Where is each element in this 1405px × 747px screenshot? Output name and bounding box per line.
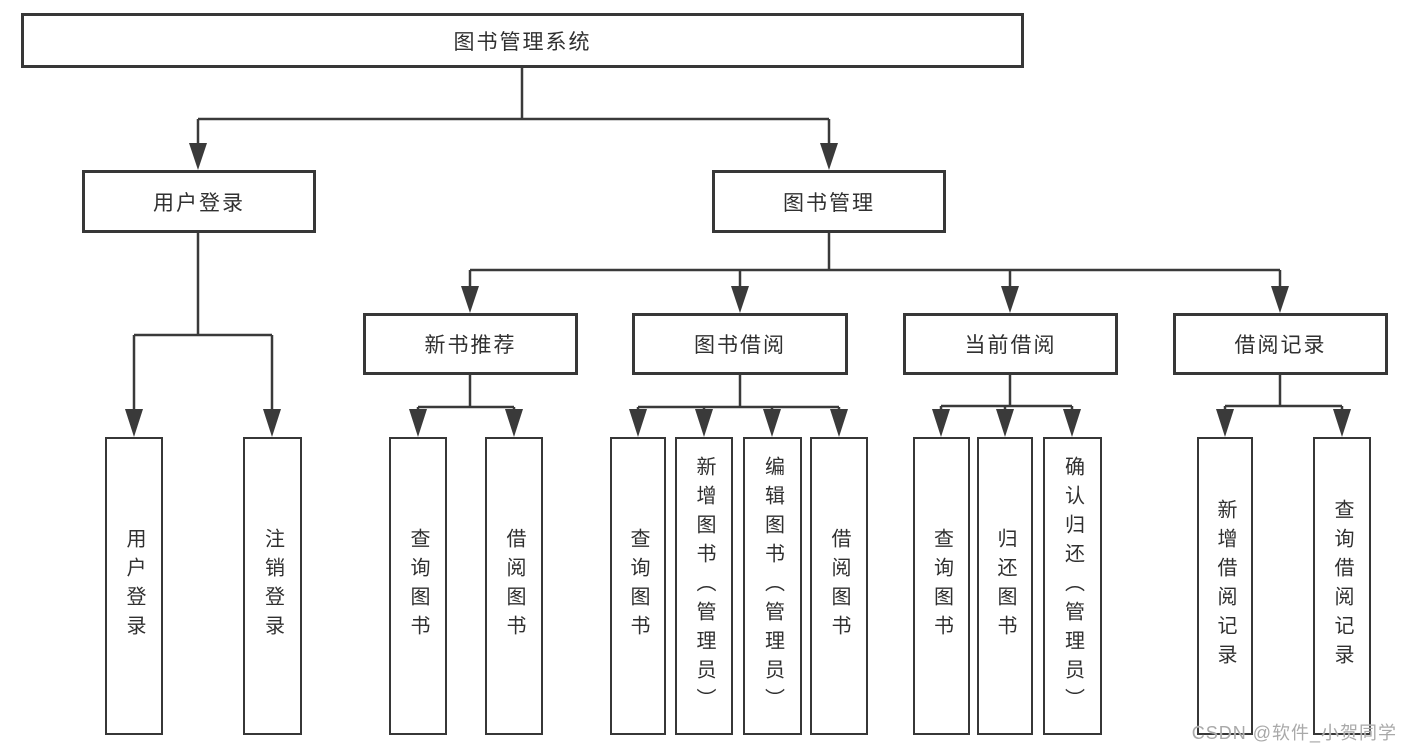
leaf-edit-book-admin: 编辑图书（管理员）: [743, 437, 802, 735]
node-current-borrow: 当前借阅: [903, 313, 1118, 375]
leaf-query-borrow-record: 查询借阅记录: [1313, 437, 1371, 735]
node-label: 新增借阅记录: [1214, 499, 1236, 673]
arrowheads: [125, 143, 1351, 437]
node-label: 归还图书: [994, 528, 1016, 644]
node-label: 查询图书: [930, 528, 953, 644]
node-label: 借阅图书: [828, 528, 850, 644]
node-label: 用户登录: [153, 191, 245, 215]
node-user-login-group: 用户登录: [82, 170, 316, 233]
leaf-query-books-borrow: 查询图书: [610, 437, 666, 735]
leaf-borrow-books-recommend: 借阅图书: [485, 437, 543, 735]
node-label: 借阅记录: [1234, 334, 1327, 357]
node-new-book-recommend: 新书推荐: [363, 313, 578, 375]
leaf-confirm-return-admin: 确认归还（管理员）: [1043, 437, 1102, 735]
leaf-add-borrow-record: 新增借阅记录: [1197, 437, 1253, 735]
node-label: 新书推荐: [424, 334, 517, 357]
leaf-add-book-admin: 新增图书（管理员）: [675, 437, 733, 735]
node-book-management: 图书管理: [712, 170, 946, 233]
node-label: 图书管理系统: [453, 30, 592, 54]
node-label: 查询借阅记录: [1331, 499, 1353, 673]
leaf-logout: 注销登录: [243, 437, 302, 735]
leaf-borrow-books: 借阅图书: [810, 437, 868, 735]
node-label: 借阅图书: [503, 528, 525, 644]
node-label: 注销登录: [261, 528, 284, 644]
leaf-return-books: 归还图书: [977, 437, 1033, 735]
node-book-borrow: 图书借阅: [632, 313, 848, 375]
node-label: 查询图书: [407, 528, 429, 644]
node-label: 用户登录: [123, 528, 145, 644]
node-label: 编辑图书（管理员）: [761, 455, 784, 717]
node-label: 确认归还（管理员）: [1061, 455, 1084, 717]
leaf-query-books-current: 查询图书: [913, 437, 970, 735]
node-system-root: 图书管理系统: [21, 13, 1024, 68]
node-label: 新增图书（管理员）: [693, 455, 715, 717]
leaf-query-books-recommend: 查询图书: [389, 437, 447, 735]
node-label: 当前借阅: [964, 334, 1057, 357]
node-label: 查询图书: [627, 528, 649, 644]
node-label: 图书借阅: [694, 334, 786, 357]
node-label: 图书管理: [783, 191, 875, 215]
leaf-user-login: 用户登录: [105, 437, 163, 735]
node-borrow-records: 借阅记录: [1173, 313, 1388, 375]
csdn-watermark: CSDN @软件_小贺同学: [1191, 723, 1397, 743]
